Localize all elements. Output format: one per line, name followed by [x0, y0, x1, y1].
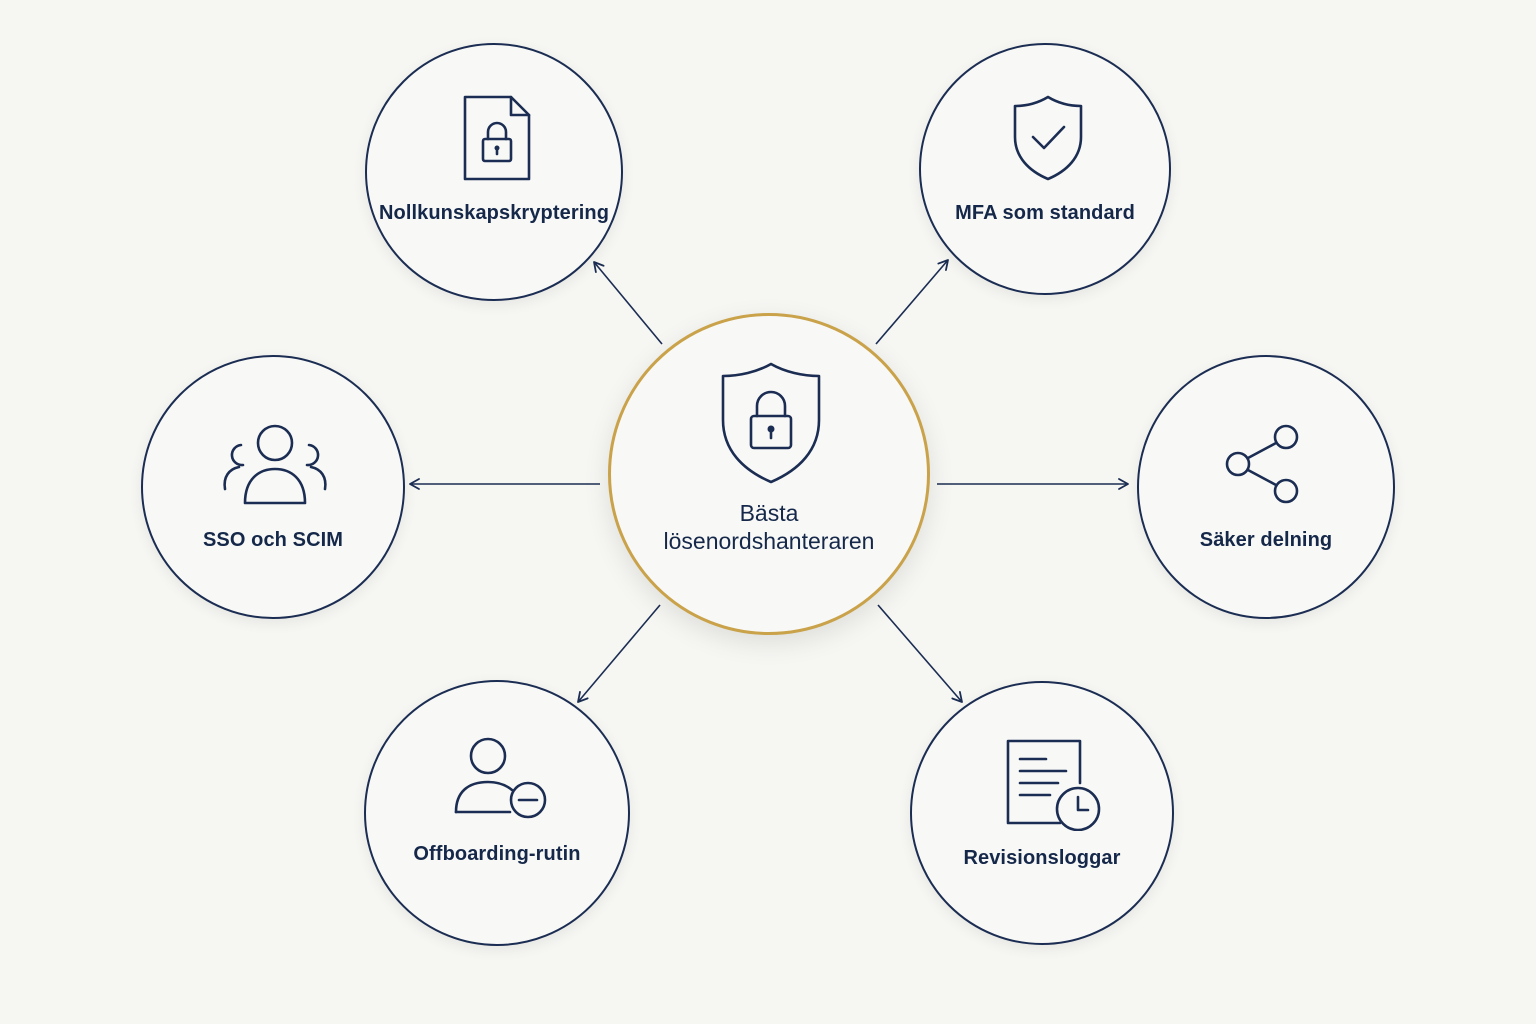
center-title-line1: Bästa [739, 500, 799, 526]
arrow-to-top-left [593, 261, 663, 345]
arrow-to-bottom-right [877, 604, 963, 703]
shield-lock-icon [717, 360, 825, 491]
user-remove-icon [452, 736, 550, 827]
share-icon [1223, 421, 1303, 512]
node-secure-sharing: Säker delning [1137, 355, 1395, 619]
users-group-icon [217, 421, 333, 512]
node-label: Säker delning [1199, 529, 1333, 551]
shield-check-icon [1011, 93, 1085, 188]
node-audit-logs: Revisionsloggar [910, 681, 1174, 945]
locked-document-icon [461, 93, 533, 188]
center-title: Bästa lösenordshanteraren [611, 499, 927, 555]
node-zero-knowledge-encryption: Nollkunskapskryptering [365, 43, 623, 301]
node-mfa-default: MFA som standard [919, 43, 1171, 295]
arrow-to-top-right [875, 259, 949, 345]
node-offboarding-routine: Offboarding-rutin [364, 680, 630, 946]
node-sso-scim: SSO och SCIM [141, 355, 405, 619]
node-label: Revisionsloggar [963, 847, 1121, 869]
node-label: SSO och SCIM [202, 529, 344, 551]
node-label: Nollkunskapskryptering [378, 202, 610, 224]
center-title-line2: lösenordshanteraren [663, 528, 875, 554]
node-label: MFA som standard [955, 202, 1135, 224]
center-node: Bästa lösenordshanteraren [608, 313, 930, 635]
arrow-to-bottom-left [577, 604, 661, 703]
audit-log-clock-icon [1004, 737, 1104, 836]
node-label: Offboarding-rutin [413, 843, 581, 865]
